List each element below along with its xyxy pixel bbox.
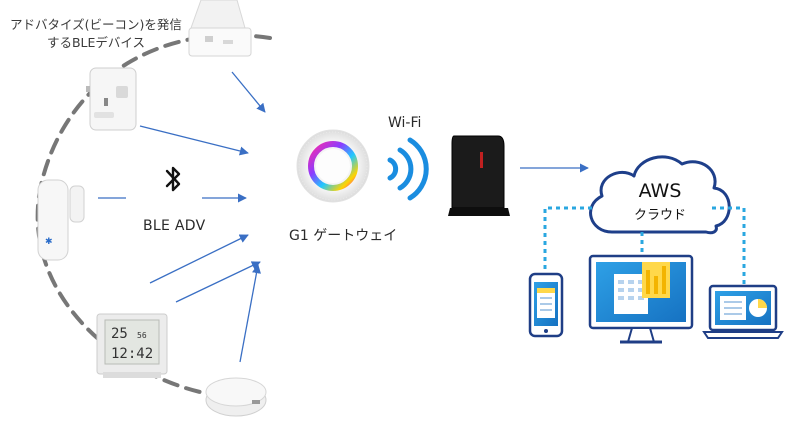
temp-readout: 25 [111, 326, 128, 342]
aws-label: AWS [638, 180, 682, 202]
arrow-button [239, 264, 261, 363]
door-sensor-icon: ✱ [37, 179, 85, 261]
time-readout: 12:42 [111, 346, 153, 362]
arrow-thermo-upper [149, 234, 249, 284]
ble-arrows [98, 71, 589, 363]
humidity-readout: 56 [137, 331, 147, 340]
svg-text:✱: ✱ [45, 237, 53, 247]
gateway-label: G1 ゲートウェイ [289, 228, 398, 244]
laptop-icon [702, 284, 784, 339]
cloud-links [543, 206, 746, 290]
wifi-icon [387, 137, 429, 201]
arrow-plug [139, 125, 249, 156]
arrow-thermo [175, 261, 261, 303]
bluetooth-icon [165, 166, 181, 192]
smart-plug-icon [86, 67, 137, 131]
round-button-icon [205, 377, 267, 417]
devices-caption: アドバタイズ(ビーコン)を発信するBLEデバイス [10, 17, 182, 50]
cloud-label: クラウド [633, 208, 686, 223]
gateway-icon [296, 129, 370, 203]
desktop-monitor-icon [588, 254, 694, 344]
wifi-label: Wi-Fi [388, 115, 422, 131]
cloud-icon [589, 155, 731, 235]
ble-adv-label: BLE ADV [143, 218, 206, 234]
smartphone-icon [528, 272, 564, 338]
ceiling-sensor-icon [188, 0, 252, 57]
router-icon [448, 135, 510, 216]
arrow-ceiling [231, 71, 266, 113]
thermometer-display-icon: 25 56 12:42 [96, 313, 168, 378]
